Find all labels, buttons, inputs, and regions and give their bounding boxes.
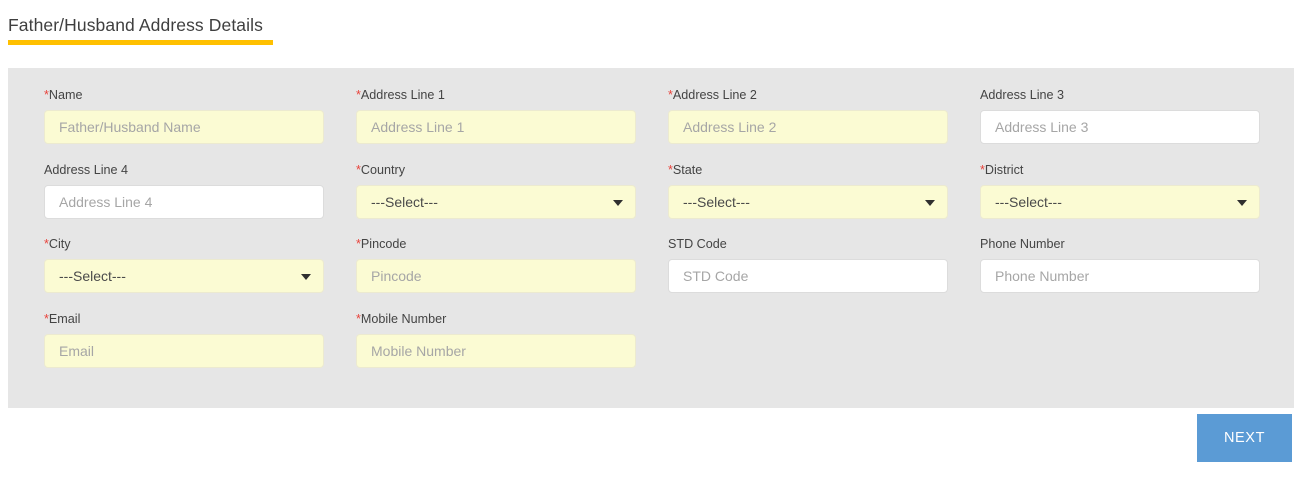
required-asterisk: * (356, 311, 361, 326)
field-label-text: Address Line 3 (980, 88, 1065, 102)
field-label-text: City (48, 237, 71, 251)
field-label-text: Pincode (360, 237, 407, 251)
select-city[interactable]: ---Select--- (44, 259, 324, 293)
chevron-down-icon (925, 199, 935, 206)
input-address-line-2[interactable]: Address Line 2 (668, 110, 948, 144)
select-state[interactable]: ---Select--- (668, 184, 948, 219)
input-name[interactable]: Father/Husband Name (44, 110, 324, 144)
form-field-address-line-4: Address Line 4 Address Line 4 (44, 163, 324, 219)
input-placeholder-address-line-2: Address Line 2 (683, 119, 777, 135)
field-label-text: Address Line 4 (44, 162, 129, 177)
input-placeholder-std-code: STD Code (683, 268, 749, 284)
title-underline-bar (8, 40, 273, 45)
select-district[interactable]: ---Select--- (980, 184, 1260, 219)
input-email[interactable]: Email (44, 333, 324, 368)
form-field-empty (668, 312, 948, 368)
field-label-district: *District (980, 163, 1260, 178)
input-placeholder-mobile-number: Mobile Number (371, 342, 466, 359)
required-asterisk: * (668, 162, 673, 177)
field-label-email: *Email (44, 312, 324, 327)
required-asterisk: * (44, 237, 49, 251)
required-asterisk: * (980, 162, 985, 177)
form-field-state: *State ---Select--- (668, 163, 948, 219)
chevron-down-icon (1237, 199, 1247, 206)
select-country[interactable]: ---Select--- (356, 184, 636, 219)
field-label-address-line-2: *Address Line 2 (668, 88, 948, 103)
input-phone-number[interactable]: Phone Number (980, 259, 1260, 293)
chevron-down-icon (301, 274, 311, 280)
form-field-country: *Country ---Select--- (356, 163, 636, 219)
field-label-phone-number: Phone Number (980, 237, 1260, 252)
section-header: Father/Husband Address Details (8, 14, 274, 45)
form-field-city: *City ---Select--- (44, 237, 324, 293)
field-label-text: Name (48, 88, 83, 102)
select-value-district: ---Select--- (995, 193, 1062, 210)
field-label-address-line-3: Address Line 3 (980, 88, 1260, 103)
input-placeholder-phone-number: Phone Number (995, 268, 1090, 284)
input-placeholder-address-line-1: Address Line 1 (371, 119, 465, 135)
chevron-down-icon (613, 199, 623, 206)
input-placeholder-name: Father/Husband Name (59, 119, 201, 135)
field-label-text: State (672, 162, 703, 177)
required-asterisk: * (356, 88, 361, 102)
field-label-text: Email (48, 311, 81, 326)
required-asterisk: * (356, 237, 361, 251)
input-placeholder-email: Email (59, 342, 95, 359)
field-label-pincode: *Pincode (356, 237, 636, 252)
field-label-address-line-1: *Address Line 1 (356, 88, 636, 103)
next-button[interactable]: NEXT (1197, 414, 1292, 462)
form-field-district: *District ---Select--- (980, 163, 1260, 219)
field-label-state: *State (668, 163, 948, 178)
input-pincode[interactable]: Pincode (356, 259, 636, 293)
required-asterisk: * (44, 311, 49, 326)
field-label-address-line-4: Address Line 4 (44, 163, 324, 178)
select-value-state: ---Select--- (683, 193, 750, 210)
select-value-country: ---Select--- (371, 193, 438, 210)
field-label-text: Country (360, 162, 406, 177)
form-field-address-line-3: Address Line 3 Address Line 3 (980, 88, 1260, 144)
input-placeholder-address-line-3: Address Line 3 (995, 119, 1089, 135)
field-label-text: District (984, 162, 1024, 177)
input-placeholder-address-line-4: Address Line 4 (59, 193, 153, 210)
field-label-city: *City (44, 237, 324, 252)
required-asterisk: * (668, 88, 673, 102)
input-mobile-number[interactable]: Mobile Number (356, 333, 636, 368)
input-address-line-4[interactable]: Address Line 4 (44, 184, 324, 219)
page-title: Father/Husband Address Details (8, 15, 263, 35)
field-label-country: *Country (356, 163, 636, 178)
field-label-text: Mobile Number (360, 311, 447, 326)
field-label-std-code: STD Code (668, 237, 948, 252)
input-placeholder-pincode: Pincode (371, 268, 422, 284)
field-label-text: Address Line 2 (672, 88, 757, 102)
input-address-line-1[interactable]: Address Line 1 (356, 110, 636, 144)
field-label-text: Phone Number (980, 237, 1065, 251)
field-label-mobile-number: *Mobile Number (356, 312, 636, 327)
input-address-line-3[interactable]: Address Line 3 (980, 110, 1260, 144)
required-asterisk: * (356, 162, 361, 177)
field-label-name: *Name (44, 88, 324, 103)
input-std-code[interactable]: STD Code (668, 259, 948, 293)
field-label-text: STD Code (668, 237, 727, 251)
form-field-empty (980, 312, 1260, 368)
select-value-city: ---Select--- (59, 268, 126, 284)
field-label-text: Address Line 1 (360, 88, 445, 102)
required-asterisk: * (44, 88, 49, 102)
